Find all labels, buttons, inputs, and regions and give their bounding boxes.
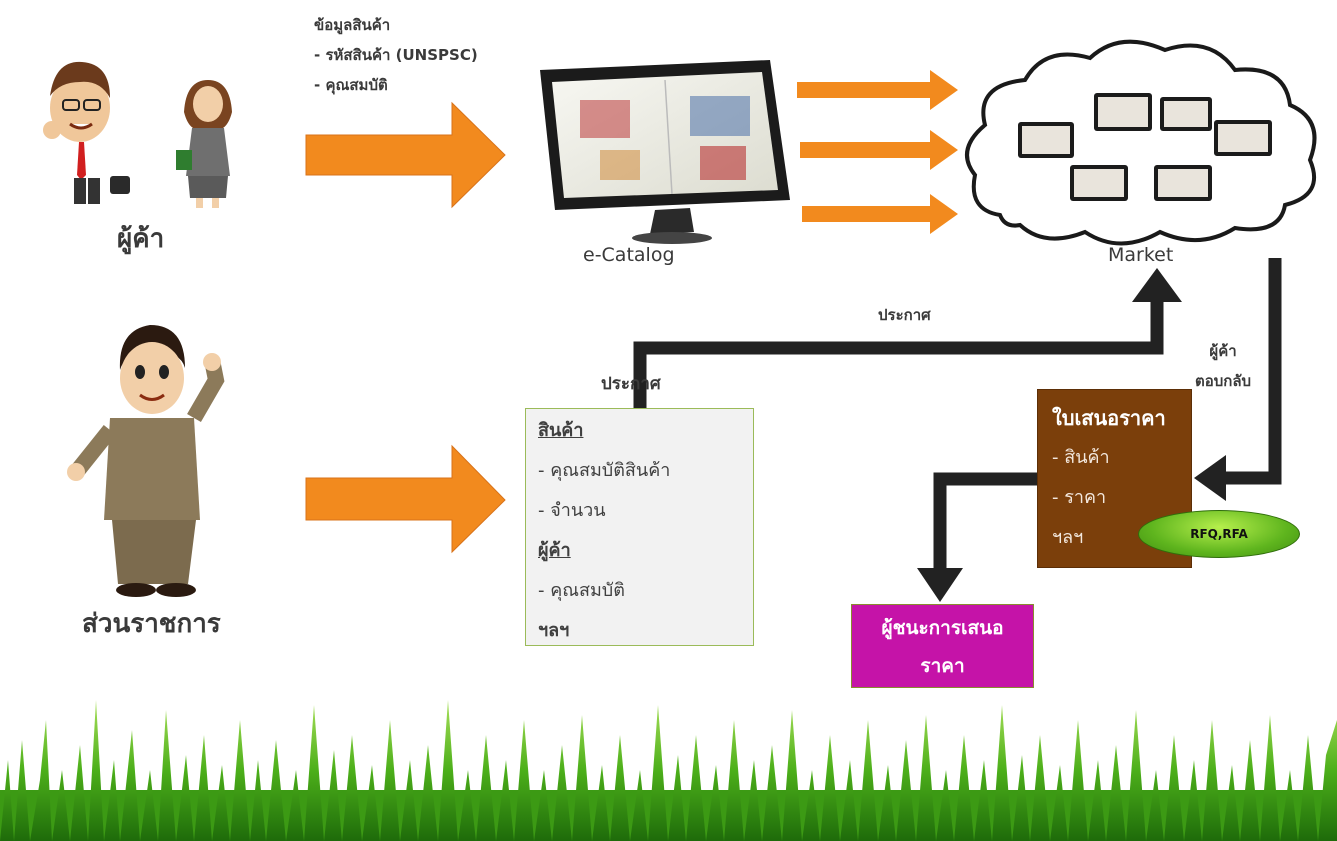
quotation-item: ฯลฯ	[1052, 527, 1084, 548]
announce-connector	[633, 300, 1164, 408]
market-arrow-3	[802, 194, 958, 234]
spec-etc: ฯลฯ	[538, 620, 570, 641]
reply-arrowhead	[1194, 455, 1226, 501]
spec-product-item: - จำนวน	[538, 500, 606, 521]
vendor-reply-line2: ตอบกลับ	[1195, 372, 1252, 390]
announce-label-top: ประกาศ	[878, 306, 931, 324]
rfq-badge: RFQ,RFA	[1138, 510, 1300, 558]
announce-label-box: ประกาศ	[601, 374, 661, 394]
requisition-arrow	[305, 444, 506, 554]
reply-connector	[1225, 258, 1282, 485]
market-arrow-1	[797, 70, 958, 110]
product-info-item-code: - รหัสสินค้า (UNSPSC)	[314, 46, 478, 64]
vendor-label: ผู้ค้า	[117, 224, 165, 254]
vendor-reply-line1: ผู้ค้า	[1209, 342, 1237, 360]
government-officer-icon	[67, 325, 225, 597]
quotation-item: - สินค้า	[1052, 447, 1110, 468]
spec-vendor-heading: ผู้ค้า	[538, 540, 571, 561]
product-info-item-spec: - คุณสมบัติ	[314, 76, 388, 94]
vendor-man-icon	[43, 61, 130, 204]
spec-product-item: - คุณสมบัติสินค้า	[538, 460, 671, 481]
ecatalog-monitor-icon	[540, 60, 790, 244]
spec-vendor-item: - คุณสมบัติ	[538, 580, 625, 601]
quotation-title: ใบเสนอราคา	[1052, 406, 1166, 430]
winner-line2: ราคา	[920, 655, 965, 677]
vendor-reply-label: ผู้ค้า ตอบกลับ	[1195, 336, 1251, 396]
market-arrow-2	[800, 130, 958, 170]
ecatalog-label: e-Catalog	[583, 244, 675, 266]
market-label: Market	[1108, 244, 1174, 266]
spec-product-heading: สินค้า	[538, 420, 584, 441]
product-info: ข้อมูลสินค้า - รหัสสินค้า (UNSPSC) - คุณ…	[314, 10, 478, 100]
quotation-box: ใบเสนอราคา - สินค้า - ราคา ฯลฯ	[1037, 389, 1192, 568]
product-info-title: ข้อมูลสินค้า	[314, 16, 391, 34]
grass-decoration	[0, 700, 1337, 841]
supply-arrow	[305, 101, 506, 209]
announce-arrowhead	[1132, 268, 1182, 302]
government-label: ส่วนราชการ	[82, 609, 221, 639]
requisition-spec-box: สินค้า - คุณสมบัติสินค้า - จำนวน ผู้ค้า …	[525, 408, 754, 646]
winner-line1: ผู้ชนะการเสนอ	[881, 617, 1004, 639]
quotation-item: - ราคา	[1052, 487, 1107, 508]
winner-connector	[933, 472, 1037, 570]
vendor-woman-icon	[176, 80, 232, 208]
winner-arrowhead	[917, 568, 963, 602]
winner-box: ผู้ชนะการเสนอ ราคา	[851, 604, 1034, 688]
market-cloud-icon	[965, 39, 1317, 246]
